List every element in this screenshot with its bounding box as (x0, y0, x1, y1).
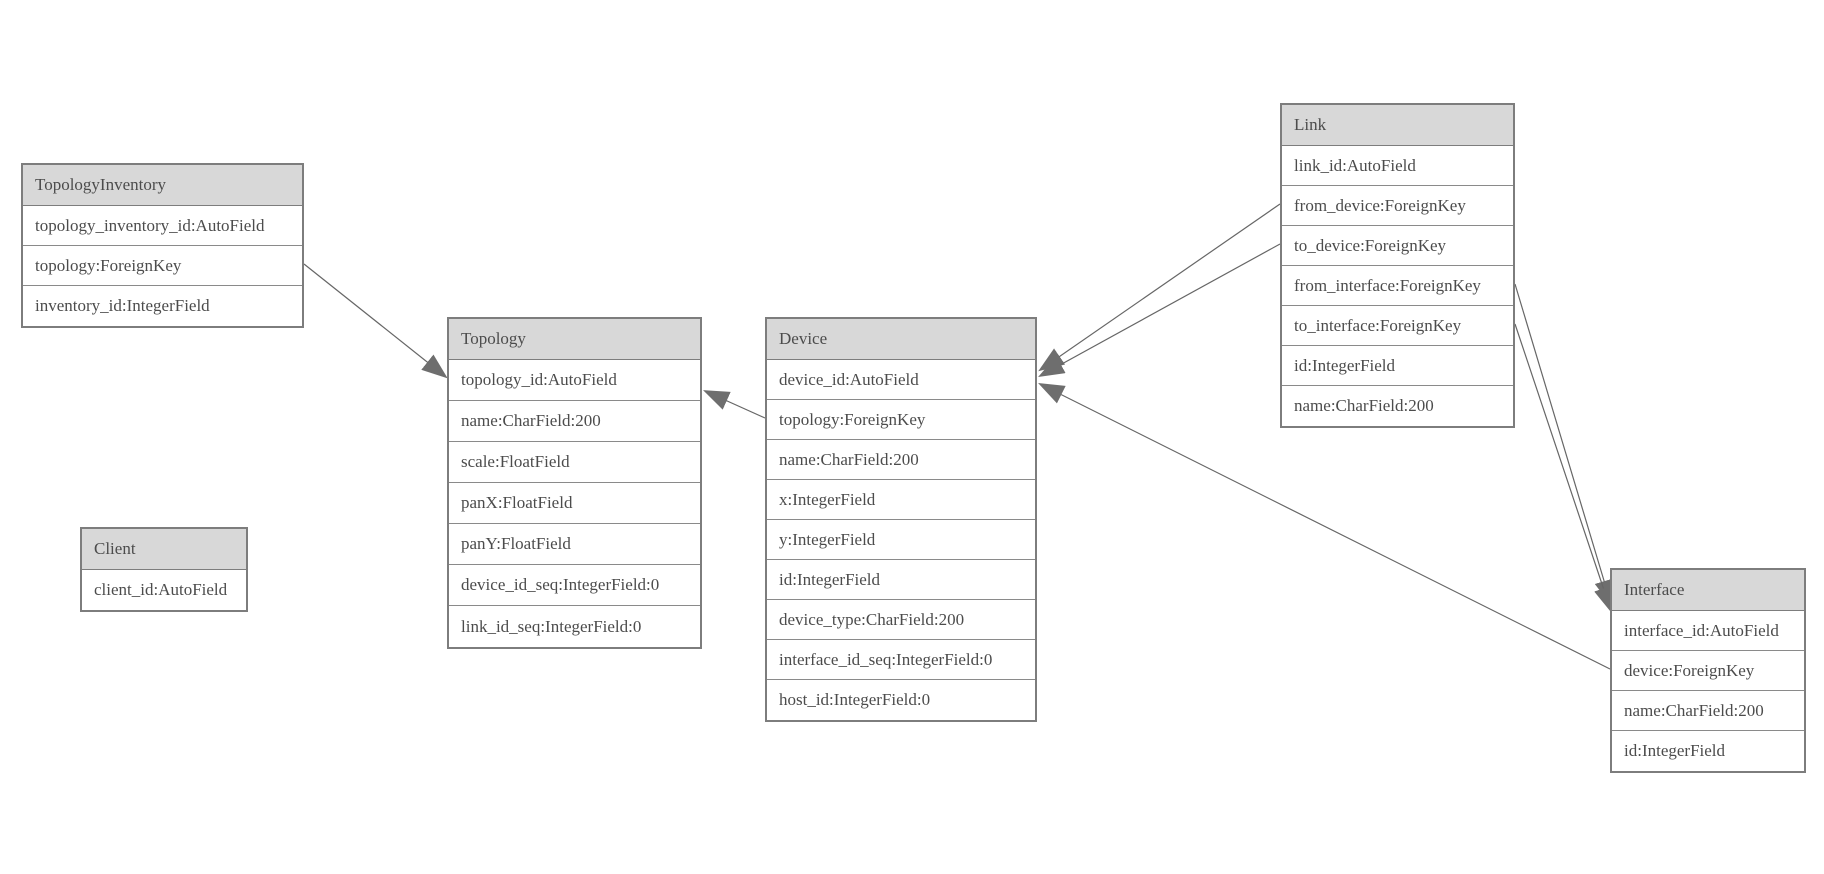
field-interface_id: interface_id:AutoField (1612, 611, 1804, 651)
edge-link-from_device-to-device-device_id (1038, 203, 1281, 372)
field-id: id:IntegerField (1612, 731, 1804, 771)
edge-topologyinventory-topology-to-topology-topology_id (303, 263, 448, 379)
entity-title-topology: Topology (449, 319, 700, 360)
field-name: name:CharField:200 (1282, 386, 1513, 426)
field-id: id:IntegerField (767, 560, 1035, 600)
field-interface_id_seq: interface_id_seq:IntegerField:0 (767, 640, 1035, 680)
field-to_interface: to_interface:ForeignKey (1282, 306, 1513, 346)
field-client_id: client_id:AutoField (82, 570, 246, 610)
field-name: name:CharField:200 (767, 440, 1035, 480)
field-name: name:CharField:200 (449, 401, 700, 442)
field-link_id_seq: link_id_seq:IntegerField:0 (449, 606, 700, 647)
field-topology: topology:ForeignKey (23, 246, 302, 286)
field-host_id: host_id:IntegerField:0 (767, 680, 1035, 720)
entity-title-topologyinventory: TopologyInventory (23, 165, 302, 206)
field-device_type: device_type:CharField:200 (767, 600, 1035, 640)
field-from_interface: from_interface:ForeignKey (1282, 266, 1513, 306)
field-topology_inventory_id: topology_inventory_id:AutoField (23, 206, 302, 246)
field-from_device: from_device:ForeignKey (1282, 186, 1513, 226)
field-to_device: to_device:ForeignKey (1282, 226, 1513, 266)
field-panY: panY:FloatField (449, 524, 700, 565)
field-y: y:IntegerField (767, 520, 1035, 560)
entity-title-interface: Interface (1612, 570, 1804, 611)
entity-title-device: Device (767, 319, 1035, 360)
field-device_id_seq: device_id_seq:IntegerField:0 (449, 565, 700, 606)
field-link_id: link_id:AutoField (1282, 146, 1513, 186)
edge-interface-device-to-device-device_id (1038, 383, 1611, 670)
edge-device-topology-to-topology-topology_id (703, 390, 766, 419)
edge-link-to_interface-to-interface-interface_id (1514, 323, 1613, 614)
edge-link-from_interface-to-interface-interface_id (1514, 283, 1614, 607)
field-topology: topology:ForeignKey (767, 400, 1035, 440)
field-panX: panX:FloatField (449, 483, 700, 524)
field-inventory_id: inventory_id:IntegerField (23, 286, 302, 326)
entity-title-link: Link (1282, 105, 1513, 146)
field-device_id: device_id:AutoField (767, 360, 1035, 400)
field-name: name:CharField:200 (1612, 691, 1804, 731)
field-topology_id: topology_id:AutoField (449, 360, 700, 401)
entity-title-client: Client (82, 529, 246, 570)
edge-link-to_device-to-device-device_id (1038, 243, 1281, 378)
field-scale: scale:FloatField (449, 442, 700, 483)
field-device: device:ForeignKey (1612, 651, 1804, 691)
field-x: x:IntegerField (767, 480, 1035, 520)
field-id: id:IntegerField (1282, 346, 1513, 386)
